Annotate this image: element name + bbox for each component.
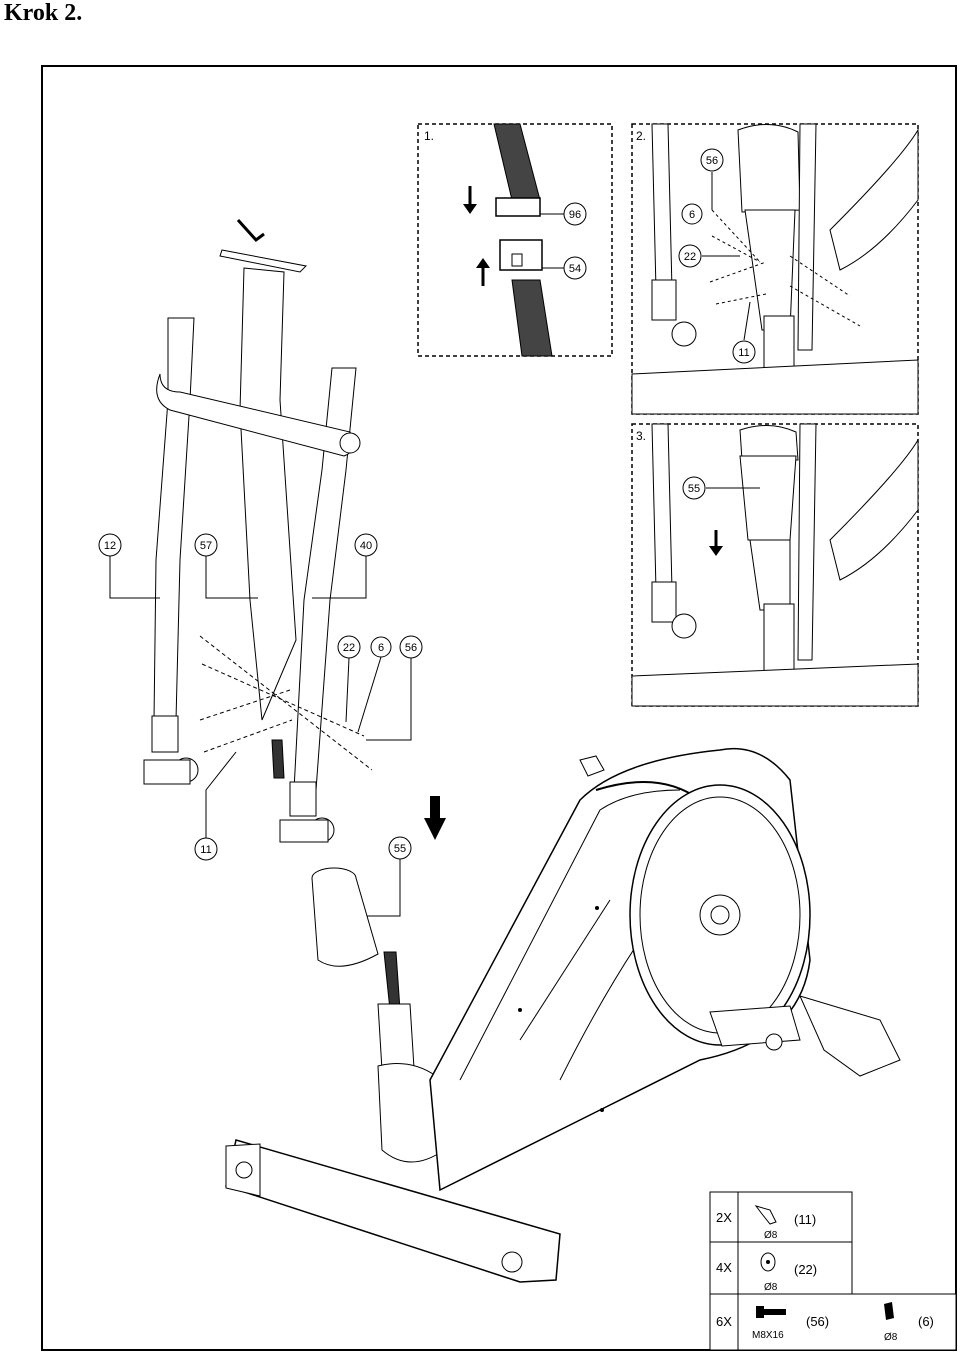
- handlebar-assembly: [143, 218, 373, 843]
- bolt-icon: [756, 1306, 786, 1318]
- part-22: (22): [794, 1262, 817, 1277]
- qty-4x: 4X: [716, 1260, 732, 1275]
- screw-icon: [754, 1205, 777, 1225]
- washer-icon: [760, 1252, 776, 1272]
- arrow-up-icon: [476, 258, 490, 286]
- inset-3: 3. 55: [631, 423, 919, 707]
- inset-2-label: 2.: [636, 129, 646, 143]
- arrow-down-icon: [463, 186, 477, 214]
- qty-2x: 2X: [716, 1210, 732, 1225]
- size-56: M8X16: [752, 1330, 784, 1341]
- callout-40: 40: [360, 540, 372, 552]
- spring-washer-icon: [884, 1302, 894, 1320]
- callout-22: 22: [343, 642, 355, 654]
- part-6: (6): [918, 1314, 934, 1329]
- hardware-table: 2X Ø8 (11) 4X Ø8 (22) 6X M8X16 (56) Ø8 (…: [709, 1191, 957, 1351]
- inset-2: 2. 56 6 22 11: [631, 123, 919, 415]
- callout-6: 6: [689, 209, 695, 221]
- arrow-down-icon: [424, 796, 446, 840]
- diagram-frame: [41, 65, 957, 1351]
- callout-57: 57: [200, 540, 212, 552]
- callout-55: 55: [394, 843, 406, 855]
- size-11: Ø8: [764, 1230, 778, 1241]
- qty-6x: 6X: [716, 1314, 732, 1329]
- size-22: Ø8: [764, 1282, 778, 1293]
- part-56: (56): [806, 1314, 829, 1329]
- callout-11: 11: [738, 347, 749, 359]
- elliptical-frame: [225, 747, 901, 1283]
- callout-12: 12: [104, 540, 116, 552]
- part-11: (11): [794, 1212, 816, 1227]
- callout-96: 96: [569, 209, 581, 221]
- callout-56: 56: [405, 642, 417, 654]
- callout-56: 56: [706, 155, 718, 167]
- page-title: Krok 2.: [4, 0, 83, 26]
- callout-55-inset: 55: [688, 483, 700, 495]
- callout-11: 11: [200, 844, 211, 856]
- callout-54: 54: [569, 263, 581, 275]
- inset-1-label: 1.: [424, 129, 434, 143]
- callout-6: 6: [378, 642, 384, 654]
- inset-1: 1. 96 54: [417, 123, 613, 357]
- sleeve-55: [311, 867, 379, 967]
- callout-22: 22: [684, 251, 696, 263]
- connector-96: [495, 197, 541, 217]
- inset-3-label: 3.: [636, 429, 646, 443]
- arrow-down-icon: [709, 530, 723, 556]
- size-6: Ø8: [884, 1332, 898, 1343]
